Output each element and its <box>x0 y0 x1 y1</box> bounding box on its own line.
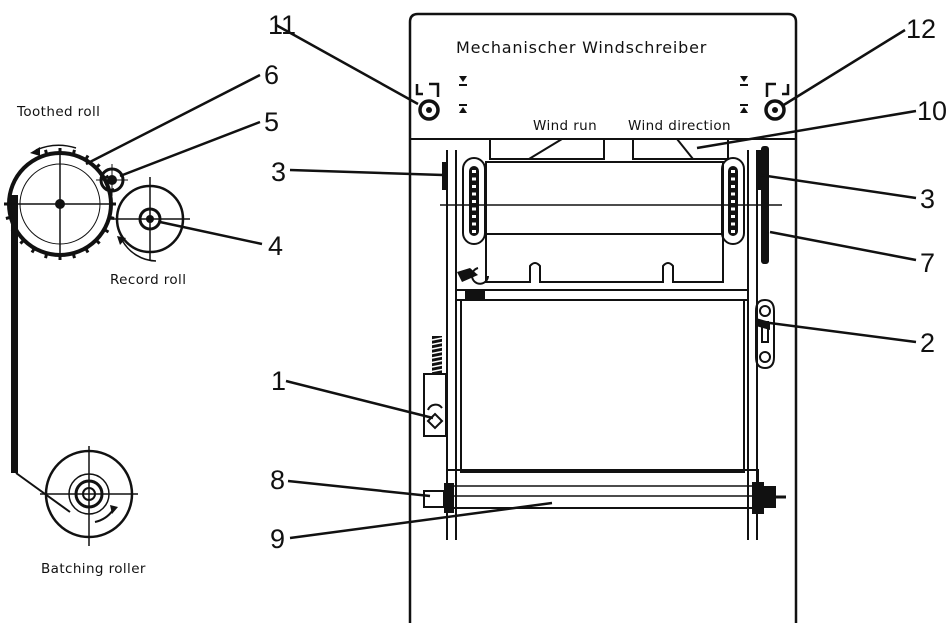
leader-10 <box>696 109 917 150</box>
leader-6 <box>85 73 261 166</box>
number-10: 10 <box>917 96 947 126</box>
panel-title: Mechanischer Windschreiber <box>456 38 707 57</box>
batching-roller <box>15 446 138 546</box>
leader-3-left <box>289 168 444 177</box>
leader-9 <box>289 501 553 540</box>
leader-4 <box>159 220 263 246</box>
number-5: 5 <box>264 107 279 137</box>
leader-2 <box>761 320 917 344</box>
paper-strip <box>11 195 18 473</box>
number-9: 9 <box>270 524 285 554</box>
recording-frame <box>440 150 782 540</box>
leader-3-right <box>759 173 917 200</box>
record-roll <box>110 177 190 262</box>
screw-symbols <box>459 76 748 113</box>
label-batching-roller: Batching roller <box>41 561 146 577</box>
drive-strip <box>761 146 769 264</box>
leader-12 <box>781 28 906 108</box>
label-record-roll: Record roll <box>110 272 186 288</box>
pen-holder-wind-run <box>489 138 605 160</box>
recorder-panel: Mechanischer Windschreiber Wind run Wind… <box>268 10 947 623</box>
leader-11 <box>275 23 419 106</box>
latch-right <box>764 82 790 121</box>
housing-outline <box>408 12 798 623</box>
sprocket-right <box>721 157 745 245</box>
number-12: 12 <box>906 14 936 44</box>
leader-7 <box>769 230 917 262</box>
number-7: 7 <box>920 248 935 278</box>
leader-1 <box>285 379 434 420</box>
number-11: 11 <box>268 10 296 40</box>
number-4: 4 <box>268 231 283 261</box>
pen-holder-wind-direction <box>632 138 729 160</box>
number-8: 8 <box>270 465 285 495</box>
label-toothed-roll: Toothed roll <box>16 104 100 120</box>
number-2: 2 <box>920 328 935 358</box>
number-6: 6 <box>264 60 279 90</box>
number-1: 1 <box>271 366 286 396</box>
sprocket-left <box>462 157 486 245</box>
label-wind-run: Wind run <box>533 118 597 134</box>
leader-5 <box>119 120 261 178</box>
label-wind-direction: Wind direction <box>628 118 731 134</box>
left-adjuster <box>423 336 447 437</box>
latch-left <box>415 82 440 121</box>
leader-8 <box>287 479 431 498</box>
number-3-right: 3 <box>920 184 935 214</box>
small-pressure-roll <box>96 164 128 196</box>
roll-schematic: Toothed roll Record roll Batching roller… <box>4 60 283 577</box>
toothed-roll <box>4 144 116 260</box>
number-3-left: 3 <box>271 157 286 187</box>
right-lever <box>755 298 775 370</box>
bottom-roller <box>423 469 786 514</box>
